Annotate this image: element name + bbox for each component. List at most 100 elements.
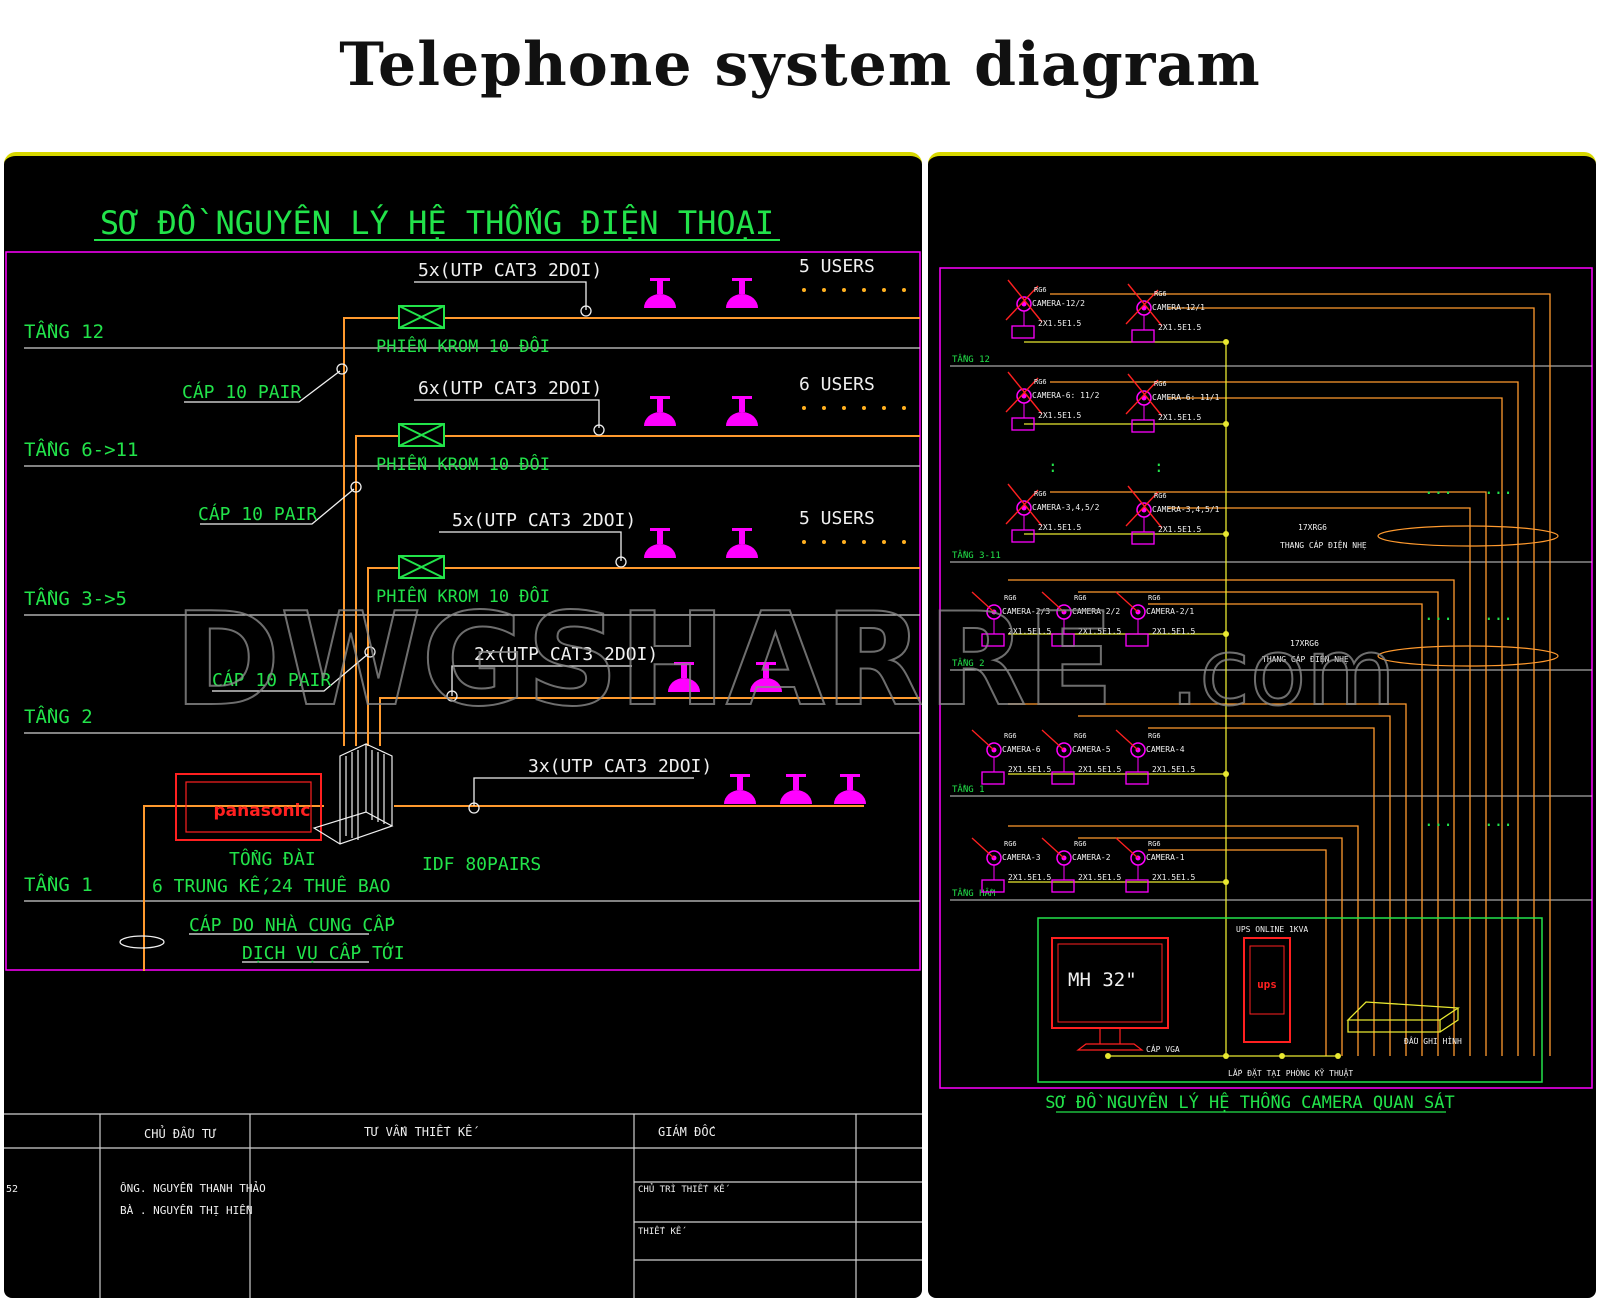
camera-title: SƠ ĐỒ NGUYÊN LÝ HỆ THỐNG CAMERA QUAN SÁT bbox=[1045, 1091, 1454, 1113]
tray-count: 17XRG6 bbox=[1298, 523, 1327, 532]
users-label: 6 USERS bbox=[799, 374, 875, 395]
camera-label: CAMERA-6 bbox=[1002, 745, 1041, 754]
camera-label: CAMERA-4 bbox=[1146, 745, 1185, 754]
drawing-frame bbox=[939, 267, 1593, 1089]
rg6-label: RG6 bbox=[1004, 732, 1017, 740]
rg6-label: RG6 bbox=[1074, 594, 1087, 602]
krom-label: PHIẾN KROM 10 ĐÔI bbox=[376, 335, 550, 357]
tb-design: THIẾT KẾ bbox=[638, 1225, 686, 1237]
pbx-detail: 6 TRUNG KẾ,24 THUÊ BAO bbox=[152, 875, 390, 897]
pair-label: CÁP 10 PAIR bbox=[212, 669, 331, 691]
floor-label: TẦNG 1 bbox=[952, 783, 985, 795]
cable-spec: 2X1.5E1.5 bbox=[1078, 765, 1122, 774]
tb-person: ÔNG. NGUYỄN THANH THẢO bbox=[120, 1181, 266, 1195]
rg6-label: RG6 bbox=[1004, 840, 1017, 848]
watermark-suffix: .com bbox=[1170, 619, 1396, 726]
ups-text: ups bbox=[1257, 978, 1277, 991]
tb-lead: CHỦ TRÌ THIẾT KẾ bbox=[638, 1182, 730, 1195]
ups-label: UPS ONLINE 1KVA bbox=[1236, 925, 1308, 934]
krom-label: PHIẾN KROM 10 ĐÔI bbox=[376, 453, 550, 475]
camera-label: CAMERA-2/1 bbox=[1146, 607, 1194, 616]
rg6-label: RG6 bbox=[1034, 490, 1047, 498]
camera-label: CAMERA-6: 11/2 bbox=[1032, 391, 1100, 400]
cable-label: 2x(UTP CAT3 2DOI) bbox=[474, 644, 658, 665]
cable-label: 5x(UTP CAT3 2DOI) bbox=[418, 260, 602, 281]
cable-spec: 2X1.5E1.5 bbox=[1038, 523, 1082, 532]
monitor: MH 32" bbox=[1051, 937, 1169, 1051]
rg6-label: RG6 bbox=[1074, 840, 1087, 848]
camera-label: CAMERA-5 bbox=[1072, 745, 1111, 754]
idf-label: IDF 80PAIRS bbox=[422, 854, 541, 875]
page-title: Telephone system diagram bbox=[339, 30, 1261, 100]
rg6-label: RG6 bbox=[1154, 380, 1167, 388]
tray-label: THANG CÁP ĐIỆN NHẸ bbox=[1280, 539, 1367, 550]
camera-label: CAMERA-3,4,5/2 bbox=[1032, 503, 1100, 512]
floor-label: TẦNG 3->5 bbox=[24, 587, 127, 610]
vdots: : bbox=[1154, 457, 1164, 476]
camera-label: CAMERA-6: 11/1 bbox=[1152, 393, 1220, 402]
cable-spec: 2X1.5E1.5 bbox=[1038, 319, 1082, 328]
drawing-frame bbox=[5, 251, 921, 971]
tb-number: 52 bbox=[6, 1184, 18, 1195]
technical-room bbox=[1037, 917, 1543, 1083]
dots: ... bbox=[1424, 605, 1453, 624]
floor-label: TẦNG 2 bbox=[952, 657, 985, 669]
cable-spec: 2X1.5E1.5 bbox=[1008, 873, 1052, 882]
floor-label: TẦNG HẦM bbox=[952, 887, 996, 899]
floor-label: TẦNG 1 bbox=[24, 873, 93, 896]
users-label: 5 USERS bbox=[799, 256, 875, 277]
cable-spec: 2X1.5E1.5 bbox=[1158, 323, 1202, 332]
recorder bbox=[1346, 1001, 1460, 1033]
camera-label: CAMERA-12/1 bbox=[1152, 303, 1205, 312]
floor-label: TẦNG 12 bbox=[24, 320, 104, 343]
title-block bbox=[4, 1113, 922, 1298]
rg6-label: RG6 bbox=[1074, 732, 1087, 740]
floor-label: TẦNG 3-11 bbox=[952, 549, 1001, 561]
cable-spec: 2X1.5E1.5 bbox=[1078, 627, 1122, 636]
floor-label: TẦNG 12 bbox=[952, 353, 990, 365]
cable-spec: 2X1.5E1.5 bbox=[1158, 413, 1202, 422]
floor-label: TẦNG 6->11 bbox=[24, 438, 138, 461]
pbx-brand: panasonic bbox=[213, 801, 310, 821]
camera-label: CAMERA-1 bbox=[1146, 853, 1185, 862]
camera-diagram-panel: TẦNG 12 TẦNG 3-11 TẦNG 2 TẦNG 1 TẦNG HẦM bbox=[928, 152, 1596, 1298]
cable-spec: 2X1.5E1.5 bbox=[1038, 411, 1082, 420]
floor-label: TẦNG 2 bbox=[24, 705, 93, 728]
krom-label: PHIẾN KROM 10 ĐÔI bbox=[376, 585, 550, 607]
phone-icon bbox=[644, 278, 866, 804]
pbx-label: TỔNG ĐÀI bbox=[229, 848, 316, 870]
cable-label: 5x(UTP CAT3 2DOI) bbox=[452, 510, 636, 531]
tray-label: THANG CÁP ĐIỆN NHẸ bbox=[1262, 653, 1349, 664]
cable-spec: 2X1.5E1.5 bbox=[1008, 765, 1052, 774]
camera-diagram: TẦNG 12 TẦNG 3-11 TẦNG 2 TẦNG 1 TẦNG HẦM bbox=[928, 267, 1593, 1113]
camera-label: CAMERA-2/2 bbox=[1072, 607, 1120, 616]
dots: ... bbox=[1484, 605, 1513, 624]
cable-spec: 2X1.5E1.5 bbox=[1152, 873, 1196, 882]
vga-label: CÁP VGA bbox=[1146, 1043, 1180, 1054]
pair-label: CÁP 10 PAIR bbox=[182, 381, 301, 403]
tray-count: 17XRG6 bbox=[1290, 639, 1319, 648]
dots: ... bbox=[1484, 479, 1513, 498]
telephone-diagram: SƠ ĐỒ NGUYÊN LÝ HỆ THỐNG ĐIỆN THOẠI TẦNG… bbox=[4, 203, 922, 1298]
rg6-label: RG6 bbox=[1154, 492, 1167, 500]
dots: ... bbox=[1484, 811, 1513, 830]
camera-label: CAMERA-2/3 bbox=[1002, 607, 1050, 616]
users-label: 5 USERS bbox=[799, 508, 875, 529]
rg6-label: RG6 bbox=[1148, 732, 1161, 740]
dots: ... bbox=[1424, 479, 1453, 498]
vdots: : bbox=[1048, 457, 1058, 476]
install-label: LẮP ĐẶT TẠI PHÒNG KỸ THUẬT bbox=[1228, 1067, 1353, 1078]
rg6-label: RG6 bbox=[1004, 594, 1017, 602]
watermark: RE bbox=[928, 586, 1114, 735]
rg6-label: RG6 bbox=[1148, 840, 1161, 848]
